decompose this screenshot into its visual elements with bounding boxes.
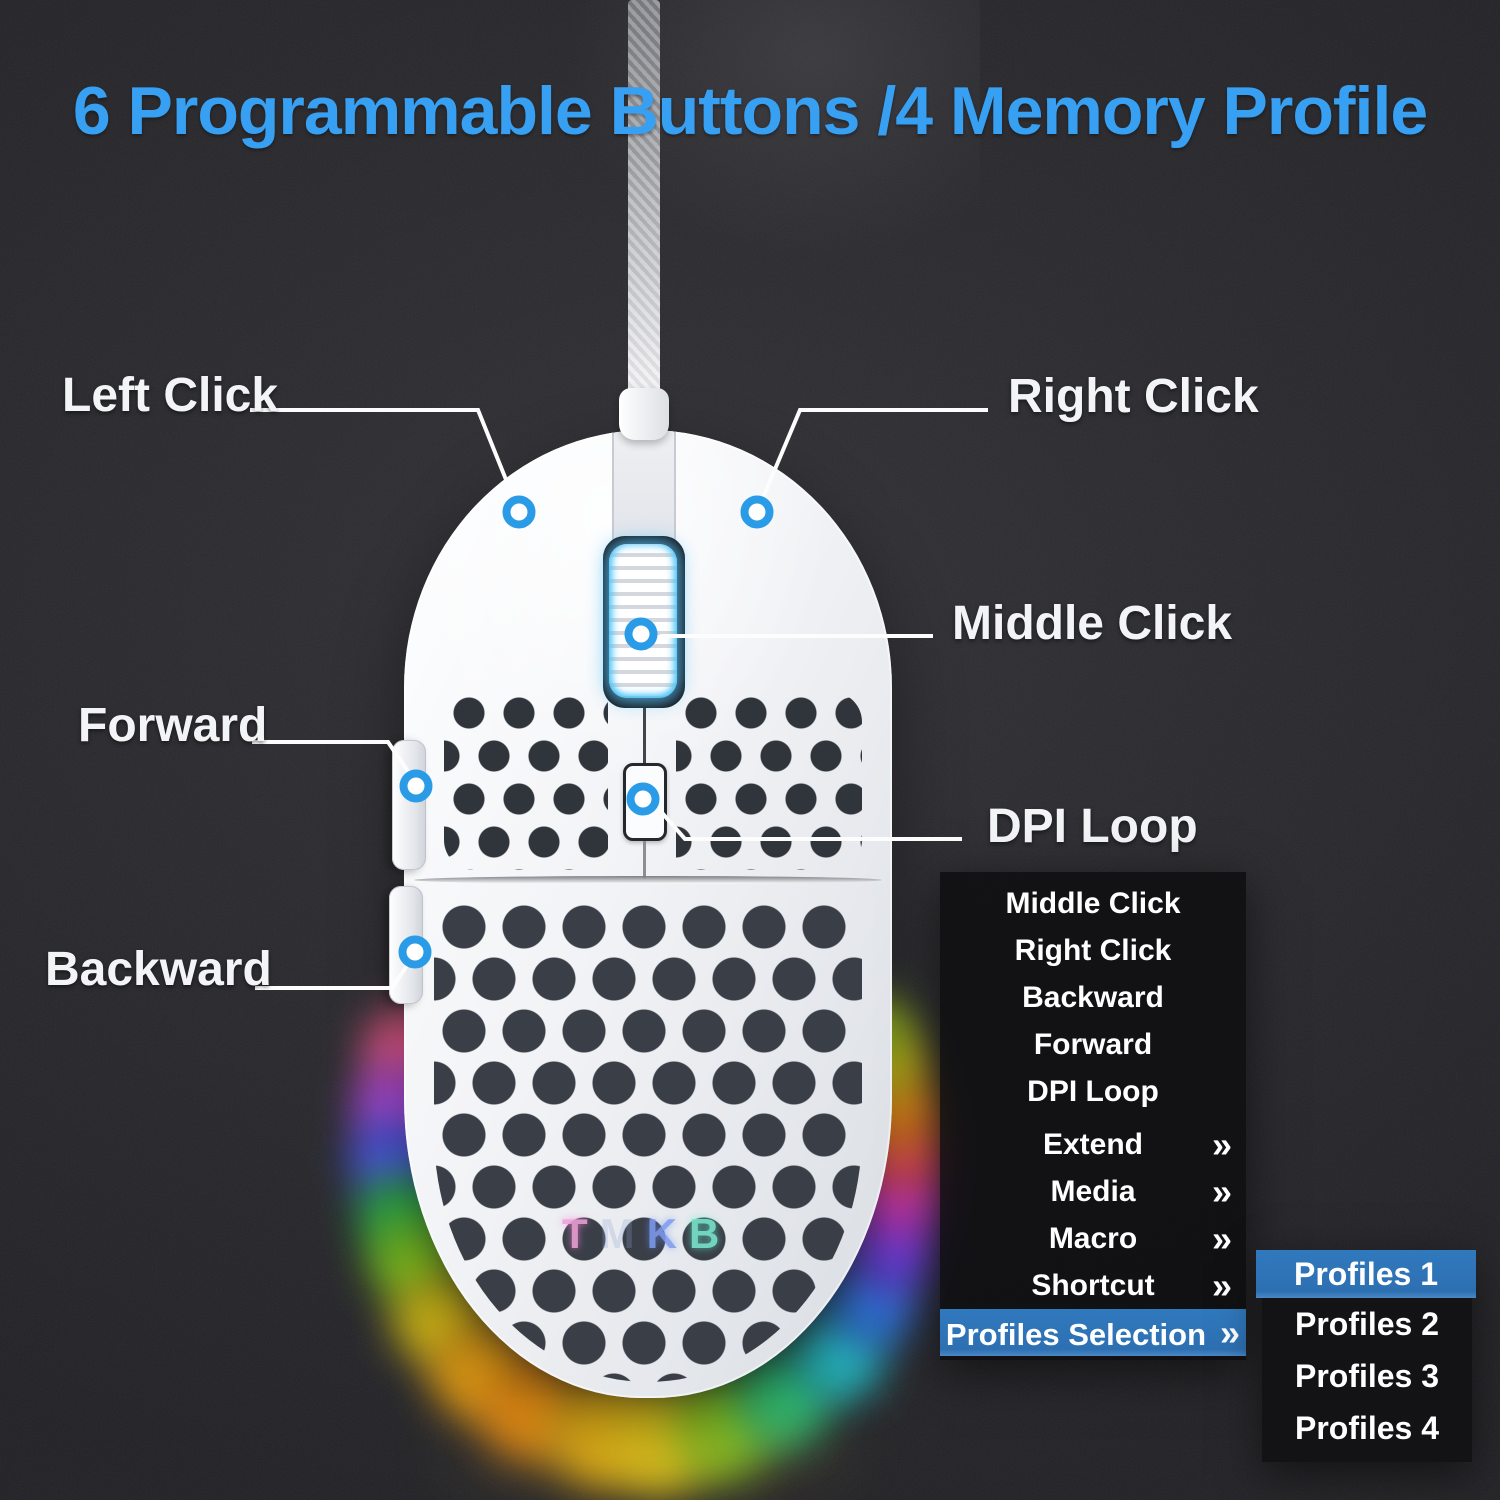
logo-letter: B xyxy=(689,1210,722,1257)
mouse-body: T M K B xyxy=(404,430,892,1398)
honeycomb-panel-upper-left xyxy=(444,692,608,870)
menu-item-right-click[interactable]: Right Click xyxy=(940,927,1246,974)
center-seam-lower xyxy=(643,841,646,879)
honeycomb-panel-upper-right xyxy=(676,692,862,870)
menu-item-extend[interactable]: Extend » xyxy=(940,1121,1246,1168)
center-seam-upper xyxy=(643,708,646,765)
profile-item-3[interactable]: Profiles 3 xyxy=(1262,1350,1472,1402)
logo-letter: M xyxy=(599,1210,637,1257)
scroll-wheel-recess xyxy=(603,536,685,708)
forward-line xyxy=(252,740,415,781)
menu-item-label: Forward xyxy=(1033,1028,1153,1061)
callout-forward: Forward xyxy=(78,699,268,752)
cable-strain-relief xyxy=(619,388,669,440)
profile-item-label: Profiles 4 xyxy=(1294,1410,1440,1446)
menu-item-label: Middle Click xyxy=(1005,887,1181,920)
menu-item-macro[interactable]: Macro » xyxy=(940,1215,1246,1262)
button-split-channel xyxy=(612,430,676,546)
callout-left-click: Left Click xyxy=(62,369,279,422)
menu-item-label: Extend xyxy=(1042,1128,1144,1161)
menu-item-label: Media xyxy=(1050,1175,1136,1208)
honeycomb-panel-palm xyxy=(434,900,862,1382)
double-chevron-icon: » xyxy=(1211,1265,1232,1306)
forward-side-button xyxy=(392,740,426,870)
menu-item-label: Right Click xyxy=(1014,934,1172,967)
double-chevron-icon: » xyxy=(1211,1171,1232,1212)
shell-horizontal-seam xyxy=(413,876,883,884)
dpi-button xyxy=(623,763,667,841)
mouse-cable xyxy=(628,0,660,440)
profiles-submenu: Profiles 1 Profiles 2 Profiles 3 Profile… xyxy=(1256,1250,1476,1462)
menu-item-label: Shortcut xyxy=(1031,1269,1155,1302)
callout-right-click: Right Click xyxy=(1008,370,1259,423)
menu-item-middle-click[interactable]: Middle Click xyxy=(940,880,1246,927)
menu-item-backward[interactable]: Backward xyxy=(940,974,1246,1021)
logo-letter: K xyxy=(646,1210,679,1257)
scroll-wheel xyxy=(609,544,677,698)
menu-item-media[interactable]: Media » xyxy=(940,1168,1246,1215)
menu-item-label: DPI Loop xyxy=(1027,1075,1159,1108)
page-title: 6 Programmable Buttons /4 Memory Profile xyxy=(72,73,1428,149)
callout-middle-click: Middle Click xyxy=(952,597,1233,650)
profile-item-label: Profiles 2 xyxy=(1294,1306,1440,1342)
logo-letter: T xyxy=(562,1210,590,1257)
double-chevron-icon: » xyxy=(1211,1124,1232,1165)
profile-item-4[interactable]: Profiles 4 xyxy=(1262,1402,1472,1454)
double-chevron-icon: » xyxy=(1211,1218,1232,1259)
profile-item-label: Profiles 3 xyxy=(1294,1358,1440,1394)
brand-logo: T M K B xyxy=(562,1210,742,1258)
profile-item-label: Profiles 1 xyxy=(1293,1256,1439,1292)
menu-item-shortcut[interactable]: Shortcut » xyxy=(940,1262,1246,1309)
callout-backward: Backward xyxy=(45,943,272,996)
menu-item-dpi-loop[interactable]: DPI Loop xyxy=(940,1068,1246,1115)
profile-item-1[interactable]: Profiles 1 xyxy=(1256,1250,1476,1298)
profile-item-2[interactable]: Profiles 2 xyxy=(1262,1298,1472,1350)
menu-item-label: Backward xyxy=(1022,981,1164,1014)
menu-item-label: Profiles Selection xyxy=(945,1317,1207,1352)
callout-dpi-loop: DPI Loop xyxy=(987,800,1198,853)
menu-item-forward[interactable]: Forward xyxy=(940,1021,1246,1068)
backward-side-button xyxy=(389,886,423,1004)
menu-item-profiles-selection[interactable]: Profiles Selection » xyxy=(940,1309,1246,1356)
button-assignment-menu: Middle Click Right Click Backward Forwar… xyxy=(940,872,1246,1360)
menu-item-label: Macro xyxy=(1048,1222,1138,1255)
rgb-glow-reflection xyxy=(418,1407,878,1497)
double-chevron-icon: » xyxy=(1220,1312,1241,1353)
